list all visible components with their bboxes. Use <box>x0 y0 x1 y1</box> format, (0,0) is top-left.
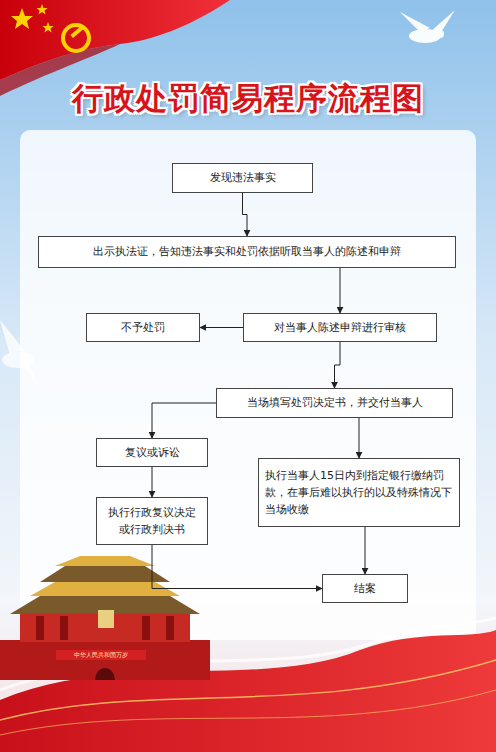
flow-arrow <box>152 403 216 438</box>
flow-arrow <box>152 545 322 589</box>
content-panel <box>20 130 476 640</box>
flow-arrow <box>243 193 248 236</box>
process-box: 出示执法证，告知违法事实和处罚依据听取当事人的陈述和申辩 <box>38 236 456 268</box>
box-text: 执行行政复议决定或行政判决书 <box>103 504 201 538</box>
process-box: 不予处罚 <box>86 313 200 342</box>
flow-arrow <box>200 327 243 328</box>
box-text: 对当事人陈述申辩进行审核 <box>274 319 406 336</box>
process-box: 结案 <box>322 574 408 603</box>
process-box: 发现违法事实 <box>172 163 313 193</box>
box-text: 执行当事人15日内到指定银行缴纳罚款，在事后难以执行的以及特殊情况下当场收缴 <box>265 467 453 518</box>
flow-arrow <box>365 527 366 574</box>
process-box: 复议或诉讼 <box>96 438 208 467</box>
process-box: 当场填写处罚决定书，并交付当事人 <box>216 388 453 418</box>
box-text: 出示执法证，告知违法事实和处罚依据听取当事人的陈述和申辩 <box>93 243 401 260</box>
box-text: 发现违法事实 <box>210 169 276 186</box>
process-box: 执行当事人15日内到指定银行缴纳罚款，在事后难以执行的以及特殊情况下当场收缴 <box>258 458 460 527</box>
diagram-title: 行政处罚简易程序流程图 <box>0 78 496 120</box>
box-text: 结案 <box>354 580 376 597</box>
flow-arrow <box>340 268 341 313</box>
box-text: 复议或诉讼 <box>125 444 180 461</box>
process-box: 对当事人陈述申辩进行审核 <box>243 313 437 342</box>
gate-banner-text: 中华人民共和国万岁 <box>74 651 128 660</box>
flow-arrow <box>335 342 341 388</box>
box-text: 当场填写处罚决定书，并交付当事人 <box>247 394 423 411</box>
tiananmen-illustration <box>0 556 210 680</box>
dove <box>400 10 455 43</box>
box-text: 不予处罚 <box>121 319 165 336</box>
flow-arrow <box>152 467 153 497</box>
process-box: 执行行政复议决定或行政判决书 <box>96 497 208 545</box>
flow-arrow <box>359 418 360 458</box>
